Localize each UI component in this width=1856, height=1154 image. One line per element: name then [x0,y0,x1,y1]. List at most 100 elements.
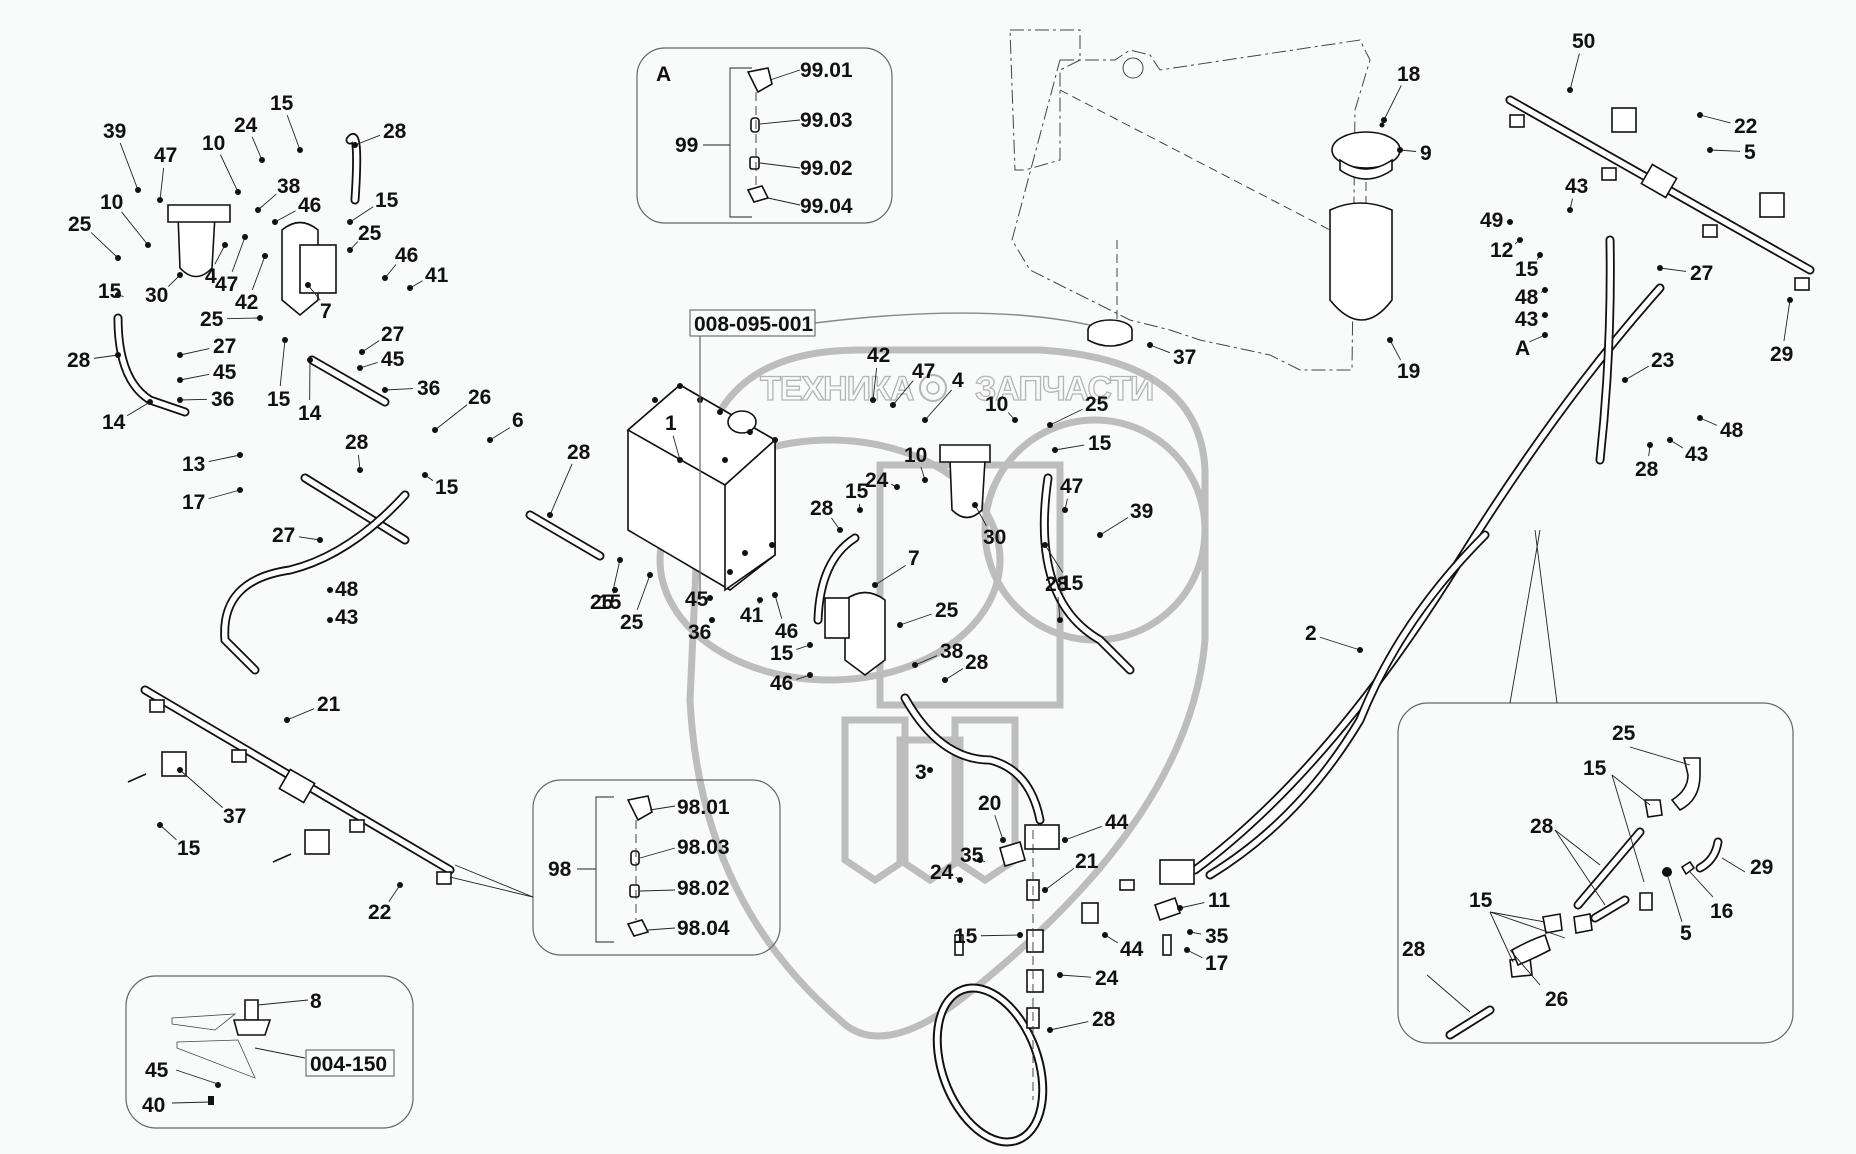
leader-line [286,114,301,151]
hose-detail-item: 5 [1680,922,1692,945]
callout-number: 25 [200,308,224,331]
callout: 10 [985,393,1018,423]
callout: 47 [215,234,248,296]
part-marker [1357,647,1363,653]
callout-number: 18 [1397,63,1421,86]
leader-line [126,401,151,417]
leader-line [1049,1021,1089,1031]
clamp-block [304,829,330,855]
leader-line [612,559,621,590]
inset-A-title: A [656,63,671,86]
callout-number: 27 [1690,262,1713,285]
part-marker [357,467,363,473]
hose-detail-item: 29 [1750,856,1773,879]
callout-number: 41 [740,604,764,627]
callout: 28 [810,497,843,533]
watermark-right-text: ЗАПЧАСТИ [975,370,1153,408]
callout: 46 [382,244,418,281]
part-marker [135,187,141,193]
part-marker [432,427,438,433]
part-marker [757,597,763,603]
part-marker [145,242,151,248]
callout-number: 25 [590,591,614,614]
callout: 47 [890,360,935,408]
callout: 49 [1480,209,1513,232]
leader-line [1319,636,1361,651]
part-marker [115,292,121,298]
callout: 15 [1052,432,1112,455]
part-marker [359,349,365,355]
callout: 15 [422,472,459,499]
callout: 28 [1045,573,1069,623]
callout: 47 [1060,475,1083,513]
part-marker [890,402,896,408]
callout-number: 15 [1060,572,1084,595]
callout-number: 26 [468,386,491,409]
hose-detail-item: 15 [1469,889,1493,912]
callout: 43 [1667,437,1708,466]
inset-98-item: 98.03 [677,836,730,859]
callout: 29 [1770,297,1793,366]
callout-number: 30 [983,526,1006,549]
callout: 17 [1184,947,1228,975]
part-marker [327,617,333,623]
callout-number: 44 [1120,938,1144,961]
leader-line [226,317,261,320]
callout: 24 [930,861,963,884]
leader-line [636,574,651,611]
callout: 23 [1622,349,1674,383]
callout: 28 [547,441,591,518]
callout: 28 [1047,1008,1116,1033]
part-marker [707,595,713,601]
callout-number: 38 [277,175,301,198]
leader-line [1057,596,1061,621]
callout-number: 21 [317,693,341,716]
part-marker [922,477,928,483]
part-marker [255,207,261,213]
callout-number: 35 [1205,925,1229,948]
part-marker [327,587,333,593]
part-marker [1062,507,1068,513]
callout-number: 17 [1205,952,1228,975]
part-marker [1542,312,1548,318]
callout-number: A [1515,337,1530,360]
callout: 21 [284,693,341,723]
part-marker [897,622,903,628]
leader-line [359,362,378,369]
callout: 30 [145,272,183,307]
callout-number: 24 [234,114,258,137]
callout: 25 [620,572,653,634]
callout: 21 [1042,850,1099,893]
filters-and-pumps [167,204,991,676]
callout: 5 [1707,141,1756,164]
callout: 46 [272,194,321,225]
part-marker [262,253,268,259]
callout-number: 47 [1060,475,1083,498]
leader-line [179,348,210,356]
leader-line [672,435,681,461]
callout: 26 [432,386,491,433]
part-marker [382,387,388,393]
callout: 14 [298,357,322,425]
callout: 43 [327,606,358,629]
callout: 15 [347,189,399,225]
callout: 41 [740,597,764,627]
callout: 11 [1177,889,1231,912]
callout: 19 [1387,337,1420,383]
leader-line [354,134,381,146]
part-marker [857,507,863,513]
callout: 43 [1515,308,1548,331]
part-marker [677,457,683,463]
part-marker [1537,252,1543,258]
part-marker [1057,972,1063,978]
leader-line [774,594,783,619]
callout-number: 7 [320,300,332,323]
part-marker [157,197,163,203]
leader-line [1179,902,1205,909]
callout: 15 [267,337,291,411]
leader-line [349,206,374,223]
part-marker [1184,947,1190,953]
leader-line [90,232,119,259]
